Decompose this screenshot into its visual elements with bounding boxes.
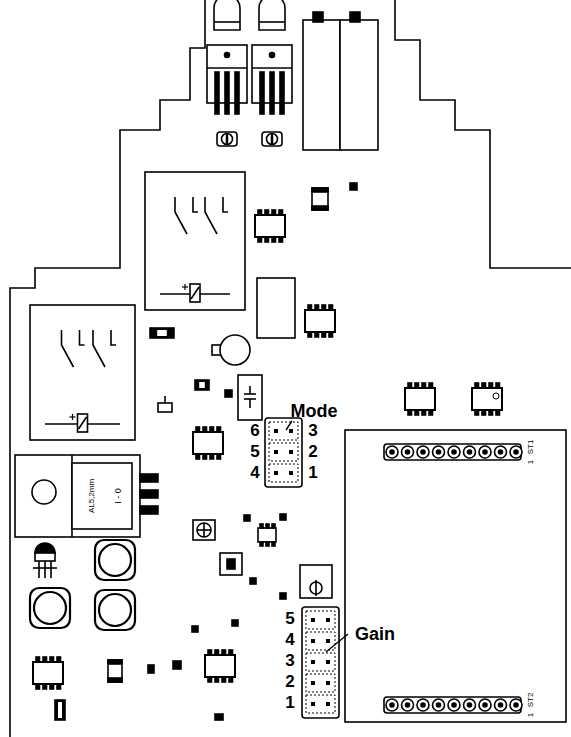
smd-pad	[350, 183, 357, 190]
jumper-header	[265, 418, 302, 487]
pin-header	[384, 444, 522, 460]
component-box	[257, 278, 295, 338]
smd-pad	[280, 593, 286, 599]
pin-number: 1	[527, 713, 535, 717]
pin-number: 4	[250, 464, 259, 481]
pin-number: 1	[527, 460, 535, 464]
smd-pad	[244, 515, 250, 521]
transistor	[207, 0, 247, 146]
ic-chip	[205, 650, 235, 682]
gain-label: Gain	[355, 625, 395, 643]
pin-number: 5	[285, 610, 294, 627]
ic-chip	[305, 305, 335, 337]
inductor	[30, 588, 70, 628]
pin-number: 4	[285, 631, 294, 648]
pin-number: 1	[285, 694, 294, 711]
relay	[30, 305, 135, 440]
diode	[55, 700, 65, 720]
heatsink-marking: AL5,2mm	[88, 479, 96, 513]
capacitor-block	[303, 12, 340, 150]
board-outline	[10, 0, 205, 737]
ic-chip	[255, 210, 285, 242]
pin-number: 3	[285, 652, 294, 669]
sot-transistor	[158, 396, 172, 412]
sot-transistor	[258, 524, 276, 546]
mode-label: Mode	[291, 402, 338, 420]
resistor	[312, 188, 328, 210]
smd-pad	[225, 390, 232, 397]
heatsink-regulator	[15, 455, 158, 537]
relay	[145, 172, 245, 310]
connector-small	[220, 553, 242, 575]
ic-chip	[472, 383, 502, 415]
leader-line	[326, 634, 348, 652]
smd-pad	[192, 626, 198, 632]
inductor	[95, 540, 135, 580]
connector-name: ST2	[527, 693, 535, 708]
board-outline	[395, 0, 571, 268]
leader-line	[286, 421, 292, 430]
pin-number: 6	[250, 422, 259, 439]
transistor	[252, 0, 292, 146]
buzzer	[212, 335, 250, 365]
inductor	[95, 590, 135, 630]
pin-number: 3	[308, 422, 317, 439]
switch-marking: I - 0	[114, 488, 123, 504]
smd-pad	[215, 714, 223, 720]
to92-transistor	[33, 543, 57, 578]
connector-name: ST1	[527, 440, 535, 455]
capacitor	[238, 375, 262, 420]
ic-chip	[193, 427, 223, 459]
capacitor-block	[340, 12, 378, 150]
pin-number: 5	[250, 443, 259, 460]
pin-number: 2	[285, 673, 294, 690]
smd-pad	[232, 620, 238, 626]
smd-pad	[280, 514, 286, 520]
diode	[195, 380, 209, 390]
pin-header	[384, 697, 522, 713]
smd-pad	[148, 665, 154, 673]
pin-number: 1	[308, 464, 317, 481]
trimmer	[300, 565, 332, 598]
ic-chip	[33, 657, 63, 689]
smd-pad	[250, 578, 256, 584]
pin-number: 2	[308, 443, 317, 460]
module-board	[345, 430, 566, 722]
ic-chip	[405, 383, 435, 415]
trimmer	[193, 520, 215, 540]
resistor	[108, 660, 122, 682]
jumper-header	[302, 607, 339, 718]
smd-pad	[173, 661, 181, 669]
diode	[150, 328, 174, 338]
